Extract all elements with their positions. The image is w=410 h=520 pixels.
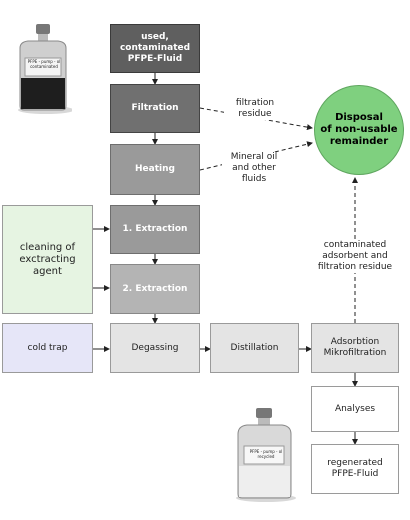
recycled-bottle-label: PFPE - pump - ol recycled: [249, 449, 283, 459]
cleaning-agent-box: cleaning of exctracting agent: [2, 205, 93, 314]
recycled-bottle-icon: [232, 406, 298, 502]
cold-trap-box: cold trap: [2, 323, 93, 373]
contaminated-adsorbent-note: contaminated adsorbent and filtration re…: [308, 240, 402, 273]
filtration-residue-note: filtration residue: [224, 98, 286, 120]
regenerated-fluid-box: regenerated PFPE-Fluid: [311, 444, 399, 494]
adsorbtion-box: Adsorbtion Mikrofiltration: [311, 323, 399, 373]
disposal-circle: Disposal of non-usable remainder: [314, 85, 404, 175]
heating-box: Heating: [110, 144, 200, 195]
used-fluid-box: used, contaminated PFPE-Fluid: [110, 24, 200, 73]
contaminated-bottle-label: PFPE - pump - ol contaminated: [27, 59, 61, 69]
extraction-2-box: 2. Extraction: [110, 264, 200, 314]
distillation-box: Distillation: [210, 323, 299, 373]
contaminated-bottle-icon: [14, 22, 74, 114]
analyses-box: Analyses: [311, 386, 399, 432]
extraction-1-box: 1. Extraction: [110, 205, 200, 254]
filtration-box: Filtration: [110, 84, 200, 133]
mineral-oil-note: Mineral oil and other fluids: [222, 152, 286, 185]
degassing-box: Degassing: [110, 323, 200, 373]
